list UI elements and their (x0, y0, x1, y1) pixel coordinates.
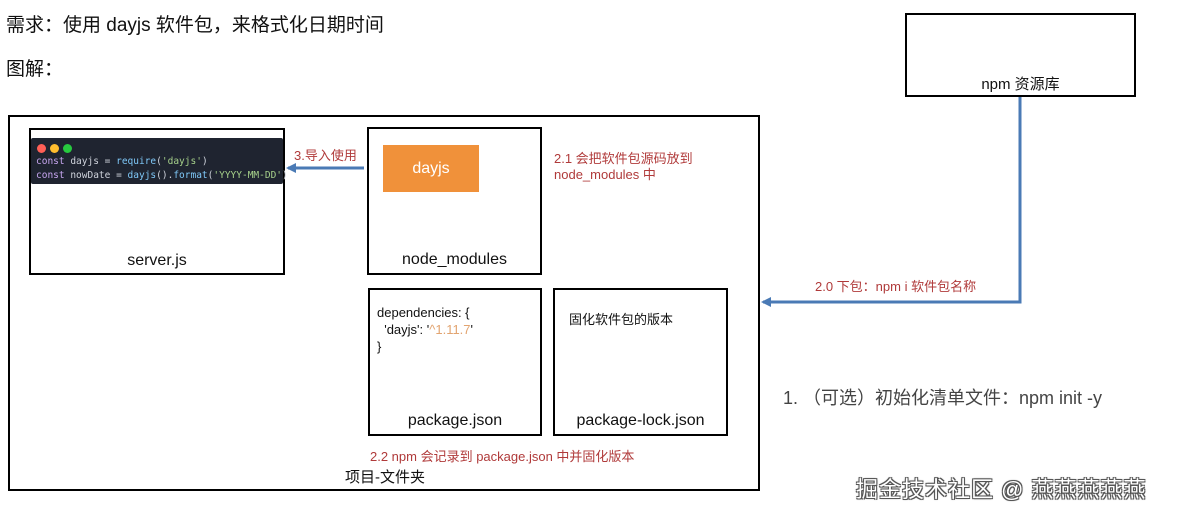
minimize-dot-icon (50, 144, 59, 153)
record-annotation: 2.2 npm 会记录到 package.json 中并固化版本 (370, 449, 635, 464)
code-window: const dayjs = require('dayjs') const now… (31, 138, 288, 184)
requirement-heading: 需求：使用 dayjs 软件包，来格式化日期时间 (6, 15, 384, 36)
diagram-heading: 图解： (6, 59, 64, 80)
dayjs-package-tag: dayjs (383, 145, 479, 192)
project-folder-box (8, 115, 760, 491)
init-step-text: 1. （可选）初始化清单文件：npm init -y (783, 388, 1103, 408)
package-json-label: package.json (407, 412, 503, 429)
code-line-1: const dayjs = require('dayjs') (36, 156, 208, 167)
node-modules-box: dayjs node_modules (367, 127, 542, 275)
dependencies-line-1: dependencies: { (377, 305, 470, 320)
package-lock-box: 固化软件包的版本 package-lock.json (553, 288, 728, 436)
maximize-dot-icon (63, 144, 72, 153)
download-annotation: 2.0 下包：npm i 软件包名称 (815, 279, 977, 294)
package-lock-note: 固化软件包的版本 (569, 312, 674, 327)
package-lock-label: package-lock.json (576, 412, 705, 429)
dependencies-line-3: } (377, 339, 382, 354)
close-dot-icon (37, 144, 46, 153)
dependencies-line-2: 'dayjs': '^1.11.7' (377, 322, 474, 337)
package-json-box: dependencies: { 'dayjs': '^1.11.7' } pac… (368, 288, 542, 436)
server-js-label: server.js (127, 252, 187, 269)
node-modules-label: node_modules (402, 251, 507, 268)
import-annotation: 3.导入使用 (294, 148, 357, 163)
download-arrow (761, 97, 1022, 307)
copy-source-annotation-line-2: node_modules 中 (554, 167, 656, 182)
server-js-box: const dayjs = require('dayjs') const now… (29, 128, 288, 275)
copy-source-annotation-line-1: 2.1 会把软件包源码放到 (554, 151, 693, 166)
code-line-2: const nowDate = dayjs().format('YYYY-MM-… (36, 170, 288, 181)
npm-registry-label: npm 资源库 (981, 76, 1060, 93)
project-folder-label: 项目-文件夹 (345, 469, 425, 486)
watermark: 掘金技术社区 @ 燕燕燕燕燕 (856, 477, 1147, 502)
npm-registry-box: npm 资源库 (905, 13, 1136, 97)
